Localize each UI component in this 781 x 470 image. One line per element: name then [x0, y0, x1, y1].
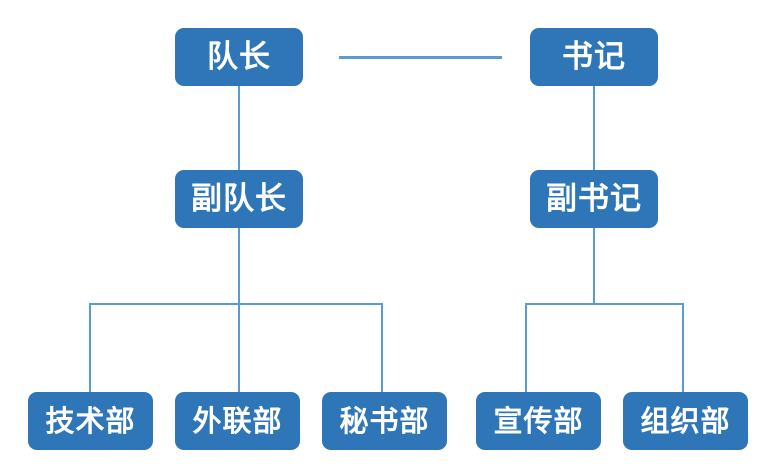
connector-vice-captain-bus [89, 303, 383, 305]
node-liaison-dept-label: 外联部 [192, 403, 283, 438]
node-captain[interactable]: 队长 [175, 28, 303, 86]
node-publicity-dept[interactable]: 宣传部 [476, 392, 601, 450]
connector-vice-secretary-bus [525, 303, 684, 305]
node-org-dept-label: 组织部 [640, 403, 731, 438]
connector-captain-to-vice-captain [238, 86, 240, 170]
node-secretariat-label: 秘书部 [339, 403, 430, 438]
node-liaison-dept[interactable]: 外联部 [175, 392, 300, 450]
connector-vice-secretary-stem [593, 228, 595, 304]
node-org-dept[interactable]: 组织部 [623, 392, 748, 450]
connector-secretary-to-vice-secretary [593, 86, 595, 170]
connector-to-publicity-dept [525, 303, 527, 392]
node-tech-dept-label: 技术部 [45, 403, 136, 438]
connector-to-secretariat [381, 303, 383, 392]
node-secretary-label: 书记 [562, 38, 626, 75]
node-vice-secretary-label: 副书记 [546, 180, 642, 217]
node-publicity-dept-label: 宣传部 [493, 403, 584, 438]
node-vice-captain[interactable]: 副队长 [175, 170, 303, 228]
node-tech-dept[interactable]: 技术部 [28, 392, 153, 450]
node-secretariat[interactable]: 秘书部 [322, 392, 447, 450]
connector-to-org-dept [682, 303, 684, 392]
node-captain-label: 队长 [207, 38, 271, 75]
connector-vice-captain-stem [238, 228, 240, 304]
connector-to-liaison-dept [238, 303, 240, 392]
connector-captain-secretary-peer [339, 56, 502, 59]
connector-to-tech-dept [89, 303, 91, 392]
node-secretary[interactable]: 书记 [530, 28, 658, 86]
node-vice-secretary[interactable]: 副书记 [530, 170, 658, 228]
node-vice-captain-label: 副队长 [191, 180, 287, 217]
